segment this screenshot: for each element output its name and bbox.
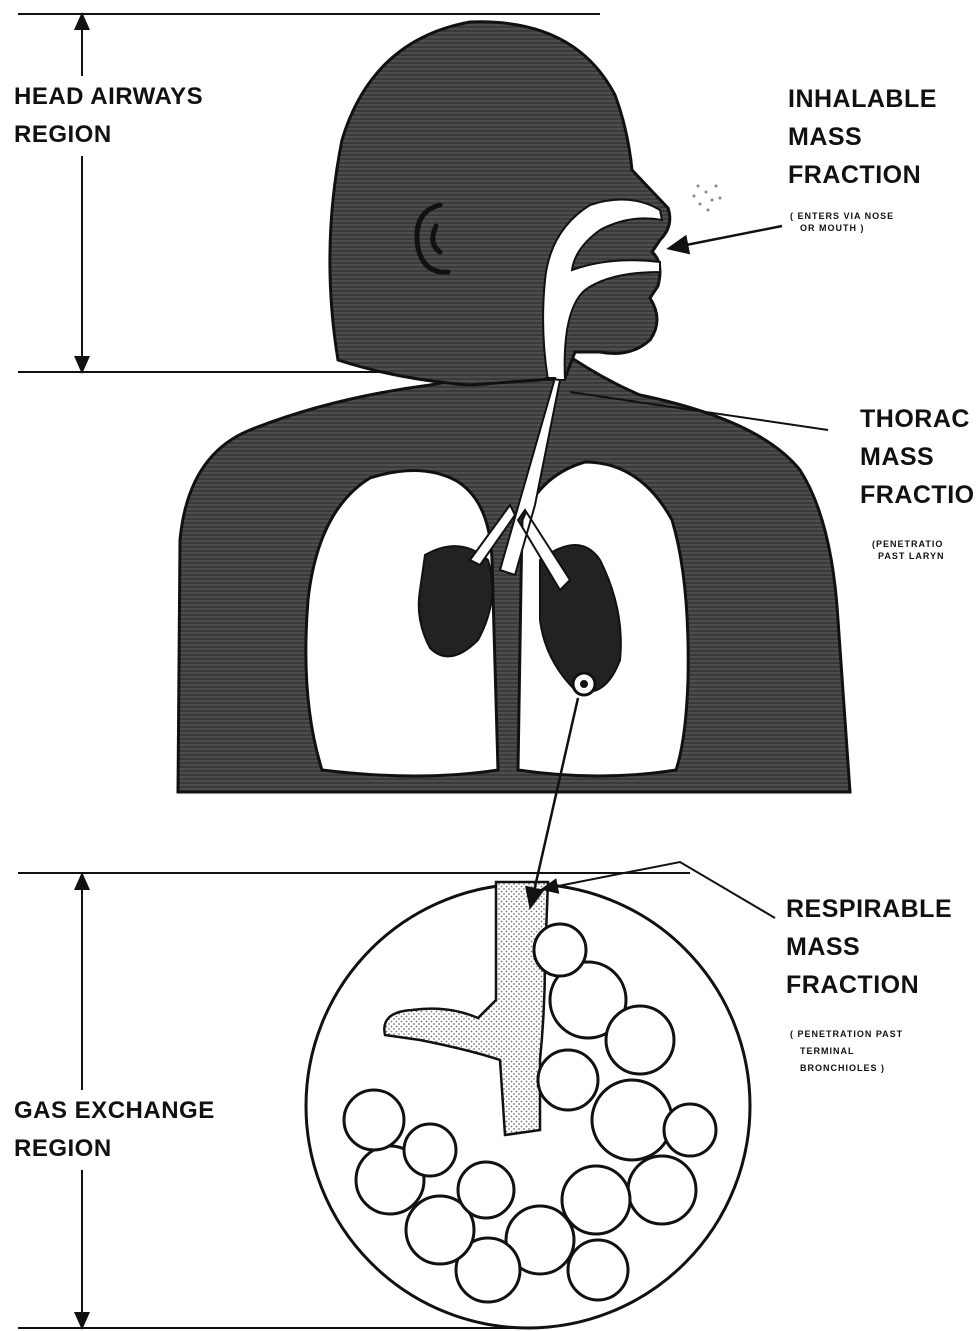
respirable-note-line3: BRONCHIOLES ) [790, 1060, 903, 1077]
head-region-line2: REGION [14, 116, 203, 154]
thoracic-line1: THORAC [860, 400, 976, 438]
inhalable-note-line1: ( ENTERS VIA NOSE [790, 210, 894, 222]
inhalable-line1: INHALABLE [788, 80, 937, 118]
head-region-line1: HEAD AIRWAYS [14, 78, 203, 116]
gas-region-line2: REGION [14, 1130, 215, 1168]
thoracic-line2: MASS [860, 438, 976, 476]
inhalable-pointer [676, 226, 782, 247]
gas-region-line1: GAS EXCHANGE [14, 1092, 215, 1130]
inhalable-note-line2: OR MOUTH ) [790, 222, 894, 234]
respirable-line3: FRACTION [786, 966, 952, 1004]
inhalable-note: ( ENTERS VIA NOSE OR MOUTH ) [790, 210, 894, 234]
gas-exchange-region-label: GAS EXCHANGE REGION [14, 1090, 215, 1170]
respirable-note-line2: TERMINAL [790, 1043, 903, 1060]
inhalable-line3: FRACTION [788, 156, 937, 194]
inhalable-line2: MASS [788, 118, 937, 156]
alveolar-enlargement [306, 882, 750, 1328]
respirable-note: ( PENETRATION PAST TERMINAL BRONCHIOLES … [790, 1026, 903, 1077]
alveolus-marker-core [580, 680, 588, 688]
particle-cloud [693, 185, 722, 212]
thoracic-fraction-label: THORAC MASS FRACTIO [860, 400, 976, 514]
thoracic-note-line1: (PENETRATIO [872, 538, 976, 550]
inhalable-fraction-label: INHALABLE MASS FRACTION [788, 80, 937, 194]
respirable-note-line1: ( PENETRATION PAST [790, 1026, 903, 1043]
respirable-fraction-label: RESPIRABLE MASS FRACTION [786, 890, 952, 1004]
respirable-line2: MASS [786, 928, 952, 966]
thoracic-note: (PENETRATIO PAST LARYN [872, 538, 976, 562]
thoracic-note-line2: PAST LARYN [872, 550, 976, 562]
thoracic-line3: FRACTIO [860, 476, 976, 514]
human-figure [178, 22, 850, 792]
head-airways-region-label: HEAD AIRWAYS REGION [14, 76, 203, 156]
respirable-line1: RESPIRABLE [786, 890, 952, 928]
